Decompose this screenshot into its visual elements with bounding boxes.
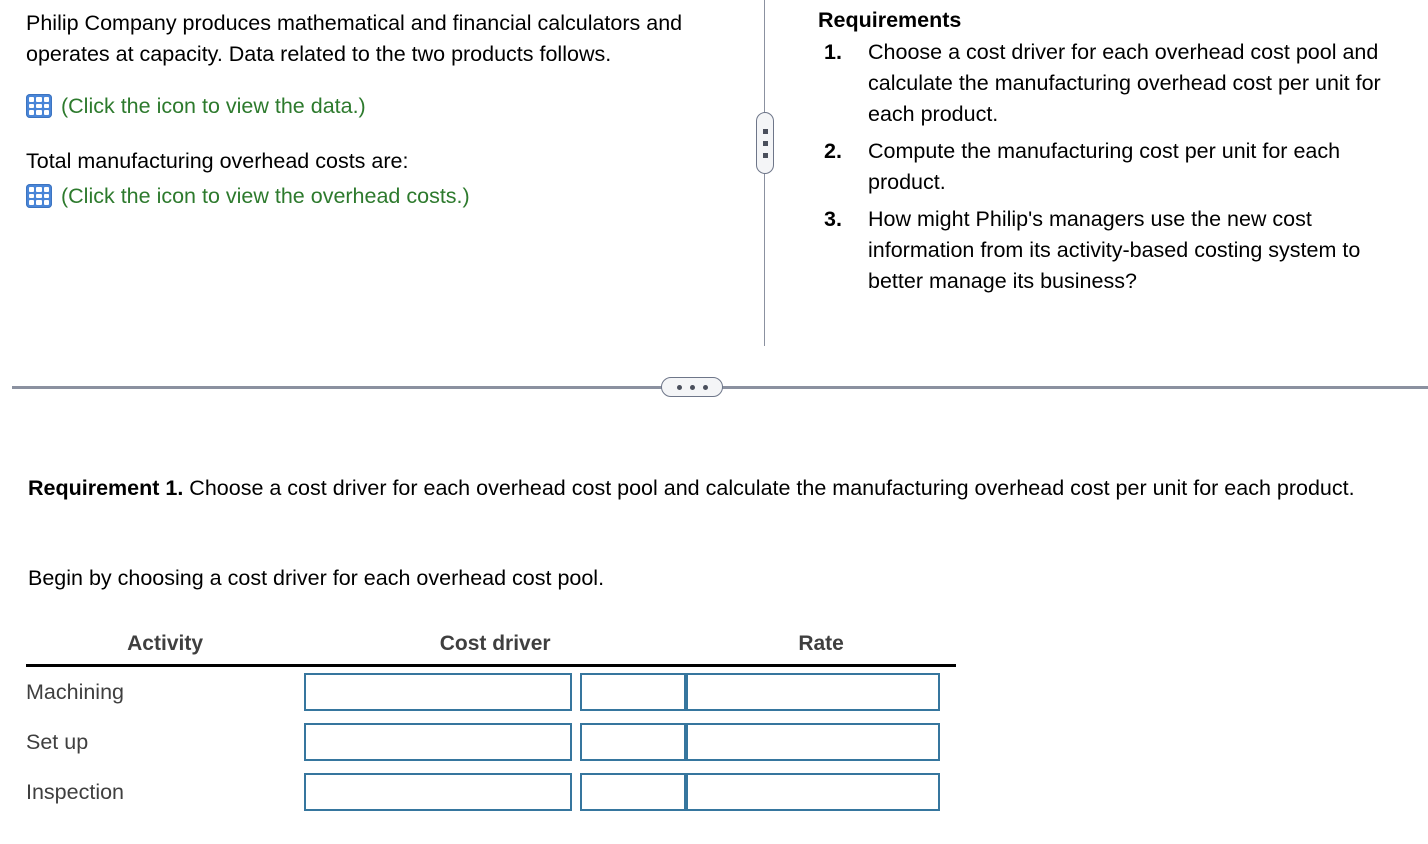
top-pane: Philip Company produces mathematical and… [0,0,1428,372]
table-row: Machining [26,666,956,718]
activity-label-machining: Machining [26,679,124,704]
overhead-link-row[interactable]: (Click the icon to view the overhead cos… [26,182,716,210]
requirement-item-1: 1. Choose a cost driver for each overhea… [818,37,1418,130]
activity-label-set-up: Set up [26,729,89,754]
spreadsheet-grid-icon[interactable] [26,184,52,208]
spreadsheet-grid-icon[interactable] [26,94,52,118]
cost-driver-table: Activity Cost driver Rate Machining [26,632,956,817]
cost-driver-input-inspection[interactable] [304,773,573,811]
cost-driver-input-set-up[interactable] [304,723,573,761]
requirement-text: Compute the manufacturing cost per unit … [868,139,1341,194]
cost-driver-input-machining[interactable] [304,673,573,711]
column-header-cost-driver: Cost driver [304,632,687,667]
requirement-number: 2. [824,139,842,163]
requirement-1-text: Choose a cost driver for each overhead c… [183,476,1355,500]
cost-driver-cell-inspection [304,767,687,817]
quantity-input-inspection[interactable] [580,773,687,811]
handle-dot [676,384,682,390]
rate-cell-set-up [686,717,956,767]
requirements-list: 1. Choose a cost driver for each overhea… [818,37,1418,297]
rate-input-set-up[interactable] [686,723,941,761]
requirements-pane: Requirements 1. Choose a cost driver for… [818,8,1418,303]
view-data-link[interactable]: (Click the icon to view the data.) [61,94,366,118]
overhead-heading-text: Total manufacturing overhead costs are: [26,149,409,173]
rate-cell-inspection [686,767,956,817]
table-row: Inspection [26,767,956,817]
quantity-input-set-up[interactable] [580,723,687,761]
table-header: Activity Cost driver Rate [26,632,956,667]
problem-statement-pane: Philip Company produces mathematical and… [26,8,716,210]
handle-dot [762,128,768,134]
table-header-row: Activity Cost driver Rate [26,632,956,667]
data-link-row[interactable]: (Click the icon to view the data.) [26,92,716,120]
requirement-number: 1. [824,40,842,64]
requirement-item-3: 3. How might Philip's managers use the n… [818,204,1418,297]
view-overhead-costs-link[interactable]: (Click the icon to view the overhead cos… [61,184,470,208]
horizontal-ellipsis-handle-icon[interactable] [661,377,723,397]
table-body: Machining Set up [26,666,956,818]
handle-dot [762,152,768,158]
table-row: Set up [26,717,956,767]
handle-dot [689,384,695,390]
requirements-title: Requirements [818,8,962,32]
handle-dot [702,384,708,390]
rate-input-inspection[interactable] [686,773,941,811]
cost-driver-cell-set-up [304,717,687,767]
requirement-text: Choose a cost driver for each overhead c… [868,40,1381,126]
requirement-number: 3. [824,207,842,231]
quantity-input-machining[interactable] [580,673,687,711]
rate-input-machining[interactable] [686,673,941,711]
activity-label-inspection: Inspection [26,779,125,804]
begin-instruction-text: Begin by choosing a cost driver for each… [28,566,605,590]
column-header-activity: Activity [26,632,305,667]
requirement-text: How might Philip's managers use the new … [868,207,1361,293]
requirement-item-2: 2. Compute the manufacturing cost per un… [818,136,1418,198]
problem-intro-text: Philip Company produces mathematical and… [26,11,683,66]
handle-dot [762,140,768,146]
column-header-rate: Rate [686,632,956,667]
requirement-1-prompt: Requirement 1. Choose a cost driver for … [28,473,1410,504]
vertical-drag-handle-icon[interactable] [756,112,774,174]
requirement-1-label: Requirement 1. [28,476,184,500]
cost-driver-cell-machining [304,666,687,718]
rate-cell-machining [686,666,956,718]
